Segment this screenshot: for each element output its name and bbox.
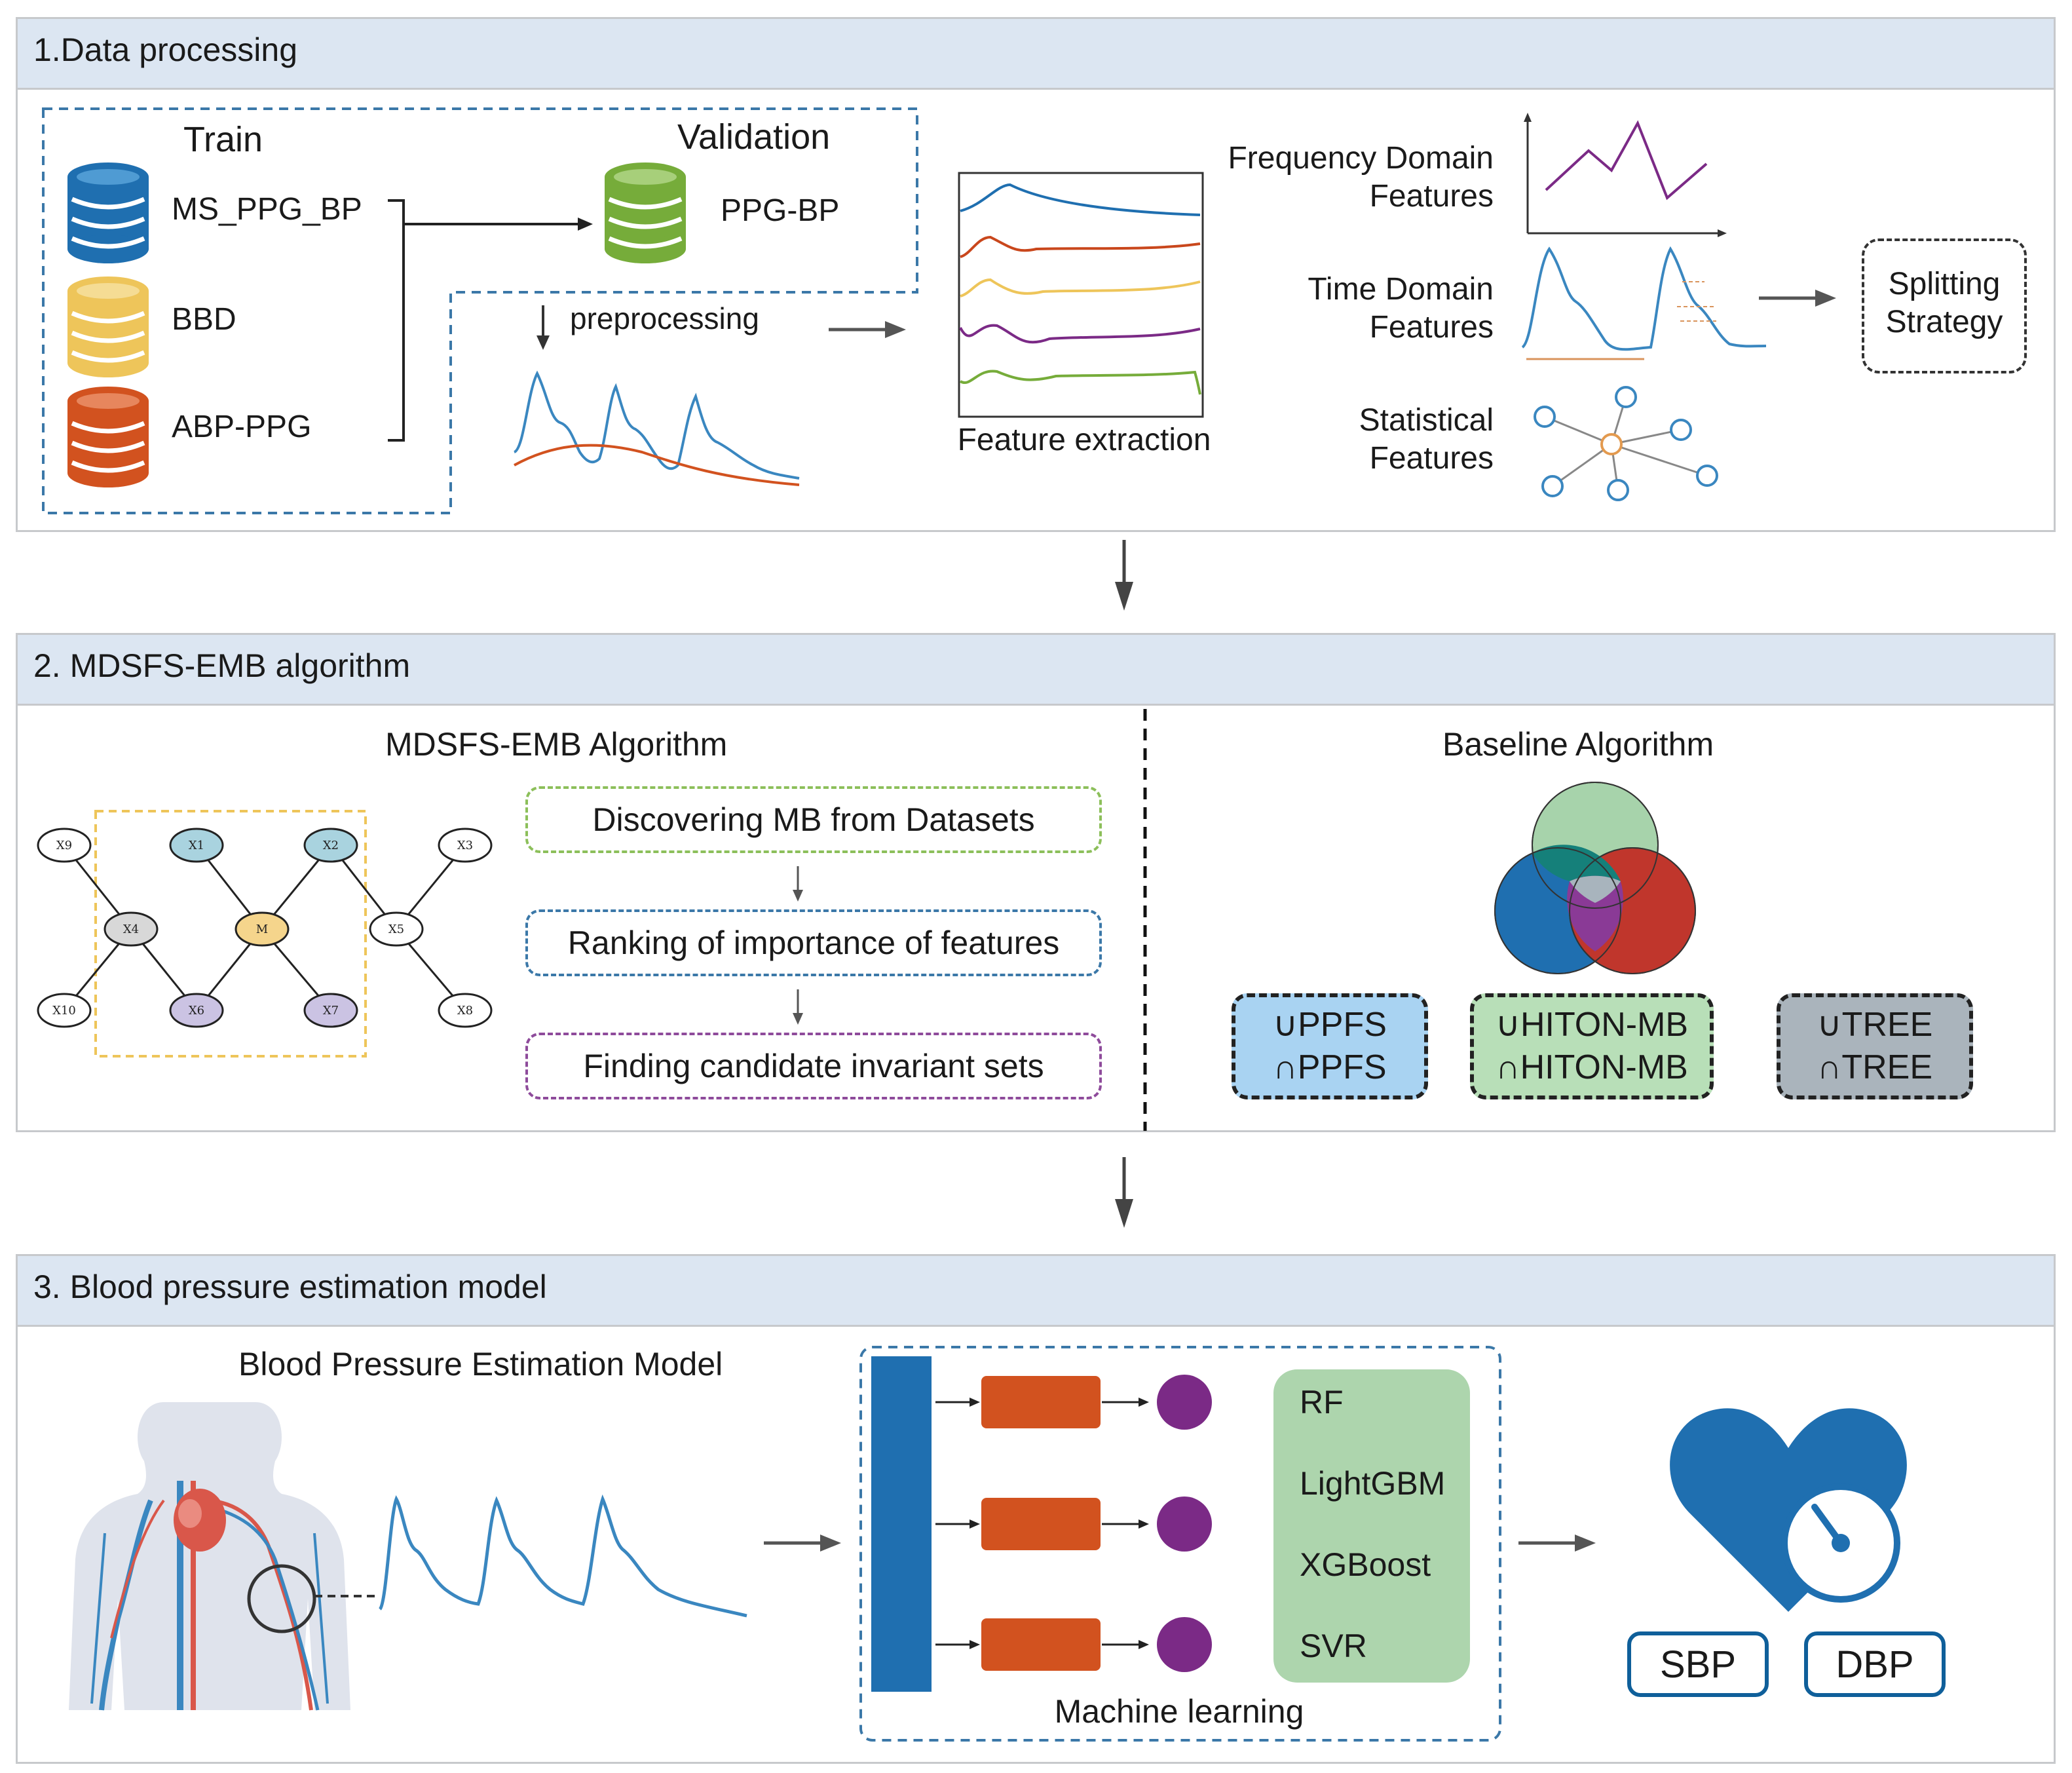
time-domain-wave-icon [1521,246,1767,360]
right-arrow-icon [1759,290,1836,307]
section-title: 3. Blood pressure estimation model [33,1268,547,1305]
node-label: X9 [56,839,72,852]
tree-intersection: ∩TREE [1817,1048,1933,1086]
right-arrow-icon [764,1535,841,1552]
node-label: X2 [323,839,339,852]
database-icon [67,387,149,487]
section-header: 3. Blood pressure estimation model [18,1256,2054,1327]
frequency-features-label-2: Features [1369,179,1494,214]
dataset-ms-ppg-bp: MS_PPG_BP [172,192,362,227]
section-mdsfs-emb: 2. MDSFS-EMB algorithm [16,633,2056,1132]
database-icon [67,162,149,263]
node-label: X8 [457,1004,473,1018]
bp-model-heading: Blood Pressure Estimation Model [238,1346,723,1382]
dataset-ppg-bp: PPG-BP [721,193,840,228]
preprocessing-waveform [513,370,800,486]
human-circulation-illustration [69,1402,350,1711]
model-rf: RF [1300,1384,1344,1420]
ml-models-panel: RF LightGBM XGBoost SVR [1273,1369,1470,1683]
node-label: X3 [457,839,473,852]
database-icon [605,162,686,263]
sbp-output: SBP [1627,1631,1769,1697]
down-arrow-icon [1115,1157,1133,1228]
statistical-features-label-2: Features [1369,441,1494,476]
model-lightgbm: LightGBM [1300,1465,1446,1502]
splitting-strategy-box: Splitting Strategy [1862,238,2027,373]
baseline-hiton-mb: ∪HITON-MB ∩HITON-MB [1470,993,1714,1099]
baseline-heading: Baseline Algorithm [1442,726,1714,763]
validation-label: Validation [677,117,831,157]
ppg-signal-waveform [314,1494,747,1618]
node-label: M [256,923,268,936]
train-label: Train [183,120,263,159]
node-label: X4 [123,923,139,936]
section-data-processing: 1.Data processing [16,17,2056,532]
right-arrow-icon [829,321,906,338]
down-arrow-icon [793,866,803,902]
model-svr: SVR [1300,1628,1367,1664]
section-header: 1.Data processing [18,19,2054,90]
splitting-label-2: Strategy [1885,305,2003,339]
node-label: X1 [189,839,204,852]
ppfs-intersection: ∩PPFS [1273,1048,1387,1086]
network-graph-icon [1534,386,1718,501]
preprocessing-label: preprocessing [570,301,759,335]
right-arrow-icon [1518,1535,1596,1552]
time-features-label-1: Time Domain [1308,272,1494,307]
ml-pipeline [871,1356,1212,1692]
node-label: X6 [189,1004,204,1018]
mdsfs-emb-heading: MDSFS-EMB Algorithm [385,726,728,763]
node-label: X5 [388,923,404,936]
baseline-tree: ∪TREE ∩TREE [1777,993,1973,1099]
section-title: 1.Data processing [33,31,298,68]
feature-extraction-label: Feature extraction [957,423,1211,457]
step-ranking-features: Ranking of importance of features [525,909,1102,976]
dataset-abp-ppg: ABP-PPG [172,410,312,444]
time-features-label-2: Features [1369,310,1494,345]
ml-label: Machine learning [1054,1693,1304,1730]
node-label: X7 [323,1004,339,1018]
splitting-label-1: Splitting [1888,267,2001,301]
heart-gauge-icon [1670,1408,1907,1612]
dataset-bbd: BBD [172,302,236,337]
feature-extraction-plot [958,172,1204,418]
down-arrow-icon [537,305,550,350]
section-header: 2. MDSFS-EMB algorithm [18,635,2054,706]
model-xgboost: XGBoost [1300,1546,1431,1583]
venn-diagram-icon [1494,782,1696,974]
baseline-ppfs: ∪PPFS ∩PPFS [1232,993,1428,1099]
ppfs-union: ∪PPFS [1273,1006,1387,1044]
tree-union: ∪TREE [1817,1006,1933,1044]
hiton-intersection: ∩HITON-MB [1496,1048,1688,1086]
markov-blanket-graph: X9 X1 X2 X3 X4 M X5 X10 X6 X7 X8 [37,810,493,1058]
frequency-features-label-1: Frequency Domain [1228,141,1494,176]
step-discover-mb: Discovering MB from Datasets [525,786,1102,853]
statistical-features-label-1: Statistical [1359,403,1494,438]
down-arrow-icon [793,989,803,1025]
node-label: X10 [52,1004,76,1018]
database-icon [67,276,149,377]
step-candidate-sets: Finding candidate invariant sets [525,1033,1102,1099]
hiton-union: ∪HITON-MB [1495,1006,1689,1044]
section-title: 2. MDSFS-EMB algorithm [33,647,411,684]
down-arrow-icon [1115,540,1133,611]
frequency-line-icon [1524,113,1727,237]
dbp-output: DBP [1804,1631,1946,1697]
